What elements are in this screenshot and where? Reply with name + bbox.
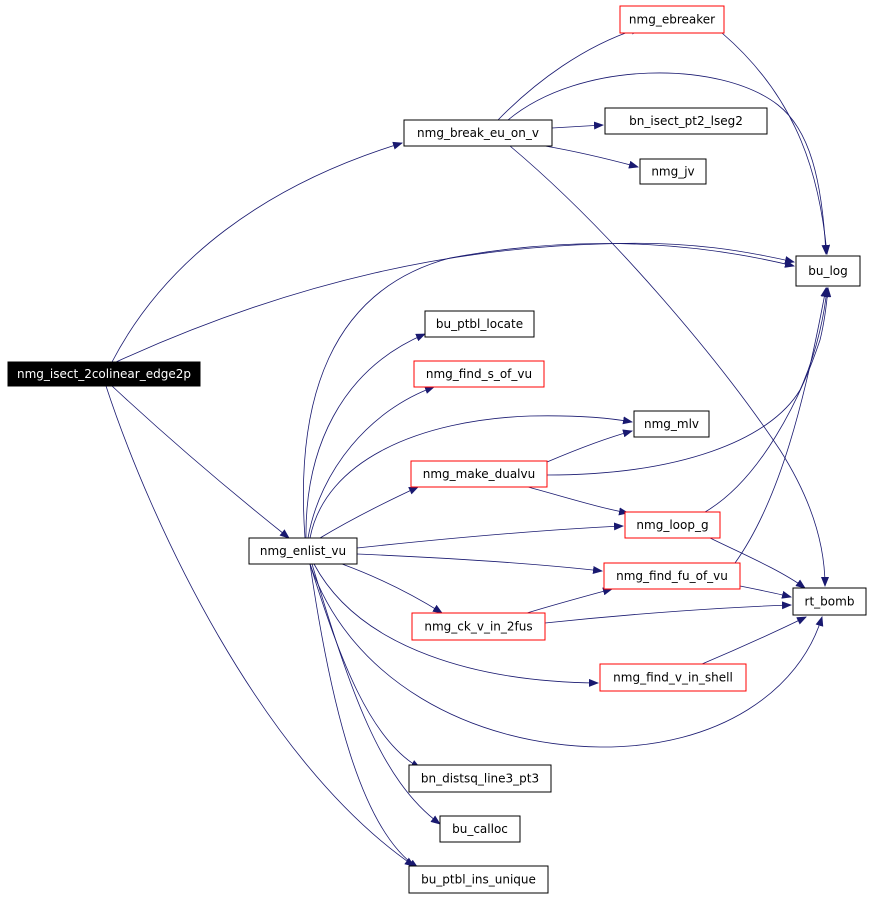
node-ptbl_locate[interactable]: bu_ptbl_locate [424,310,535,338]
node-label: nmg_jv [651,165,694,179]
edge-enlist-to-mlv [309,415,633,539]
node-isect_pt2[interactable]: bn_isect_pt2_lseg2 [604,107,768,135]
edge-enlist-to-find_fu [356,553,603,574]
node-label: bu_ptbl_ins_unique [421,873,536,887]
edge-find_v-to-rt_bomb [701,616,807,665]
edge-dualvu-to-bu_log [546,287,831,476]
node-ebreaker[interactable]: nmg_ebreaker [619,5,725,34]
edge-break_eu-to-bu_log [507,72,830,255]
node-enlist[interactable]: nmg_enlist_vu [248,537,358,565]
edge-enlist-to-bu_log [302,243,795,539]
node-break_eu[interactable]: nmg_break_eu_on_v [403,119,553,147]
node-label: nmg_ck_v_in_2fus [424,620,532,634]
node-label: nmg_find_fu_of_vu [616,569,728,583]
node-label: nmg_find_v_in_shell [613,671,733,685]
node-root: nmg_isect_2colinear_edge2p [7,361,201,387]
edge-root-to-bu_log [115,242,795,363]
node-box [411,612,546,641]
node-box [619,5,725,34]
node-distsq[interactable]: bn_distsq_line3_pt3 [408,764,552,793]
node-label: nmg_break_eu_on_v [417,126,539,140]
node-label: nmg_mlv [644,417,699,431]
node-label: nmg_ebreaker [629,13,715,27]
edge-enlist-to-find_s [307,386,435,539]
node-ck_v[interactable]: nmg_ck_v_in_2fus [411,612,546,641]
node-box [603,562,741,590]
edge-dualvu-to-mlv [546,429,633,463]
edge-break_eu-to-jv [544,145,639,169]
edge-break_eu-to-isect_pt2 [551,121,604,130]
node-find_v[interactable]: nmg_find_v_in_shell [599,663,747,692]
node-box [424,310,535,338]
edge-root-to-ins_unique [105,385,415,867]
node-box [639,158,707,185]
node-jv[interactable]: nmg_jv [639,158,707,185]
edge-find_fu-to-rt_bomb [739,585,792,599]
nodes-layer: nmg_isect_2colinear_edge2p nmg_break_eu_o… [7,5,867,894]
node-bu_log[interactable]: bu_log [795,255,861,287]
node-label: nmg_make_dualvu [423,467,535,481]
node-box [403,119,553,147]
node-box [599,663,747,692]
edge-enlist-to-ck_v [341,563,443,614]
node-dualvu[interactable]: nmg_make_dualvu [410,460,548,488]
node-box [248,537,358,565]
node-box [408,865,549,894]
edge-ck_v-to-find_fu [526,587,613,614]
node-box [795,255,861,287]
node-box [413,360,545,388]
edge-break_eu-to-ebreaker [497,26,641,121]
node-box [633,410,710,438]
node-label: nmg_find_s_of_vu [426,367,532,381]
node-box [624,511,721,539]
edge-enlist-to-loop_g [356,522,624,549]
edge-enlist-to-calloc [311,563,441,825]
node-label: rt_bomb [805,595,855,609]
node-loop_g[interactable]: nmg_loop_g [624,511,721,539]
node-box [792,587,867,616]
edge-enlist-to-distsq [309,563,421,769]
node-ins_unique[interactable]: bu_ptbl_ins_unique [408,865,549,894]
node-label: bn_distsq_line3_pt3 [421,772,539,786]
node-rt_bomb[interactable]: rt_bomb [792,587,867,616]
edge-dualvu-to-loop_g [527,486,629,516]
node-label: nmg_enlist_vu [260,544,346,558]
edge-root-to-enlist [111,385,290,539]
node-box [7,361,201,387]
node-box [439,815,521,843]
node-label: bn_isect_pt2_lseg2 [629,114,743,128]
edge-loop_g-to-bu_log [704,287,832,513]
edge-ck_v-to-rt_bomb [544,601,792,624]
node-box [410,460,548,488]
edges-layer [105,26,832,869]
node-box [604,107,768,135]
node-label: bu_calloc [452,822,508,836]
edge-enlist-to-dualvu [319,486,419,539]
edge-break_eu-to-rt_bomb [509,145,829,587]
node-find_s[interactable]: nmg_find_s_of_vu [413,360,545,388]
node-box [408,764,552,793]
node-label: nmg_loop_g [636,518,708,532]
node-find_fu[interactable]: nmg_find_fu_of_vu [603,562,741,590]
node-label: bu_log [808,264,848,278]
edge-loop_g-to-rt_bomb [709,537,806,589]
edge-ebreaker-to-bu_log [721,32,831,255]
edge-root-to-break_eu [111,141,403,363]
edge-enlist-to-rt_bomb [309,563,824,748]
edge-enlist-to-ins_unique [309,563,419,869]
edge-enlist-to-ptbl_locate [305,333,426,539]
node-mlv[interactable]: nmg_mlv [633,410,710,438]
node-calloc[interactable]: bu_calloc [439,815,521,843]
edge-find_fu-to-bu_log [734,287,829,564]
edge-enlist-to-find_v [313,563,599,687]
node-label: nmg_isect_2colinear_edge2p [17,367,191,381]
node-label: bu_ptbl_locate [436,317,523,331]
